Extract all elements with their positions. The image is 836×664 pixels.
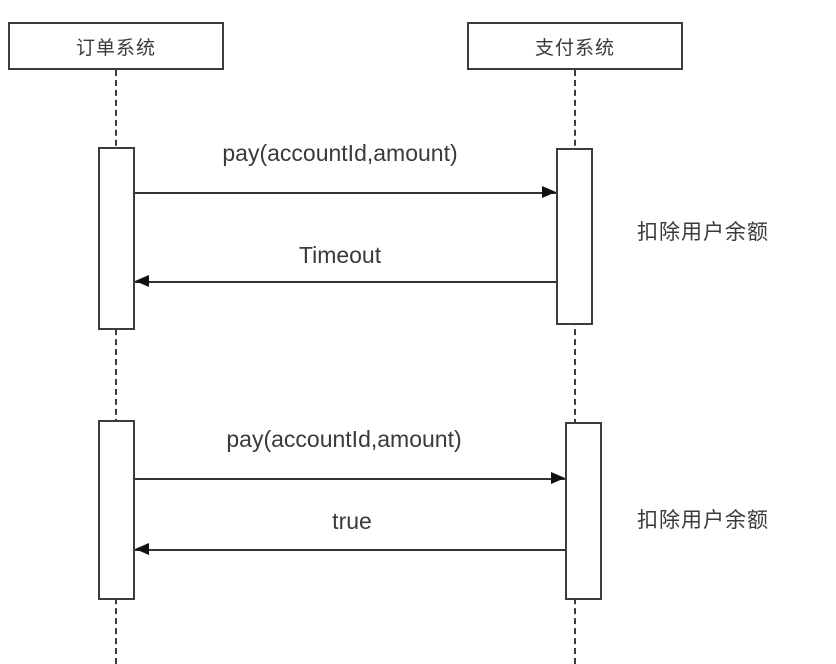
arrowhead-left-icon <box>135 275 149 287</box>
message-line-3 <box>135 478 565 480</box>
message-line-2 <box>135 281 556 283</box>
message-label-1: pay(accountId,amount) <box>222 140 458 166</box>
activation-bar-order-2[interactable] <box>98 420 135 600</box>
participant-label-payment: 支付系统 <box>534 37 615 59</box>
annotation-block-1: 扣除用户余额 <box>637 221 769 244</box>
message-label-3: pay(accountId,amount) <box>226 426 462 452</box>
message-line-4 <box>135 549 565 551</box>
arrowhead-left-icon <box>135 543 149 555</box>
activation-bar-payment-2[interactable] <box>565 422 602 600</box>
participant-box-order[interactable]: 订单系统 <box>8 22 224 70</box>
message-label-4: true <box>332 508 372 534</box>
message-line-1 <box>135 192 556 194</box>
participant-label-order: 订单系统 <box>75 37 156 59</box>
participant-box-payment[interactable]: 支付系统 <box>467 22 683 70</box>
message-label-2: Timeout <box>298 242 382 268</box>
lifeline-payment <box>574 70 576 664</box>
annotation-block-2: 扣除用户余额 <box>637 509 769 532</box>
lifeline-order <box>115 70 117 664</box>
arrowhead-right-icon <box>551 472 565 484</box>
arrowhead-right-icon <box>542 186 556 198</box>
activation-bar-order-1[interactable] <box>98 147 135 330</box>
activation-bar-payment-1[interactable] <box>556 148 593 325</box>
